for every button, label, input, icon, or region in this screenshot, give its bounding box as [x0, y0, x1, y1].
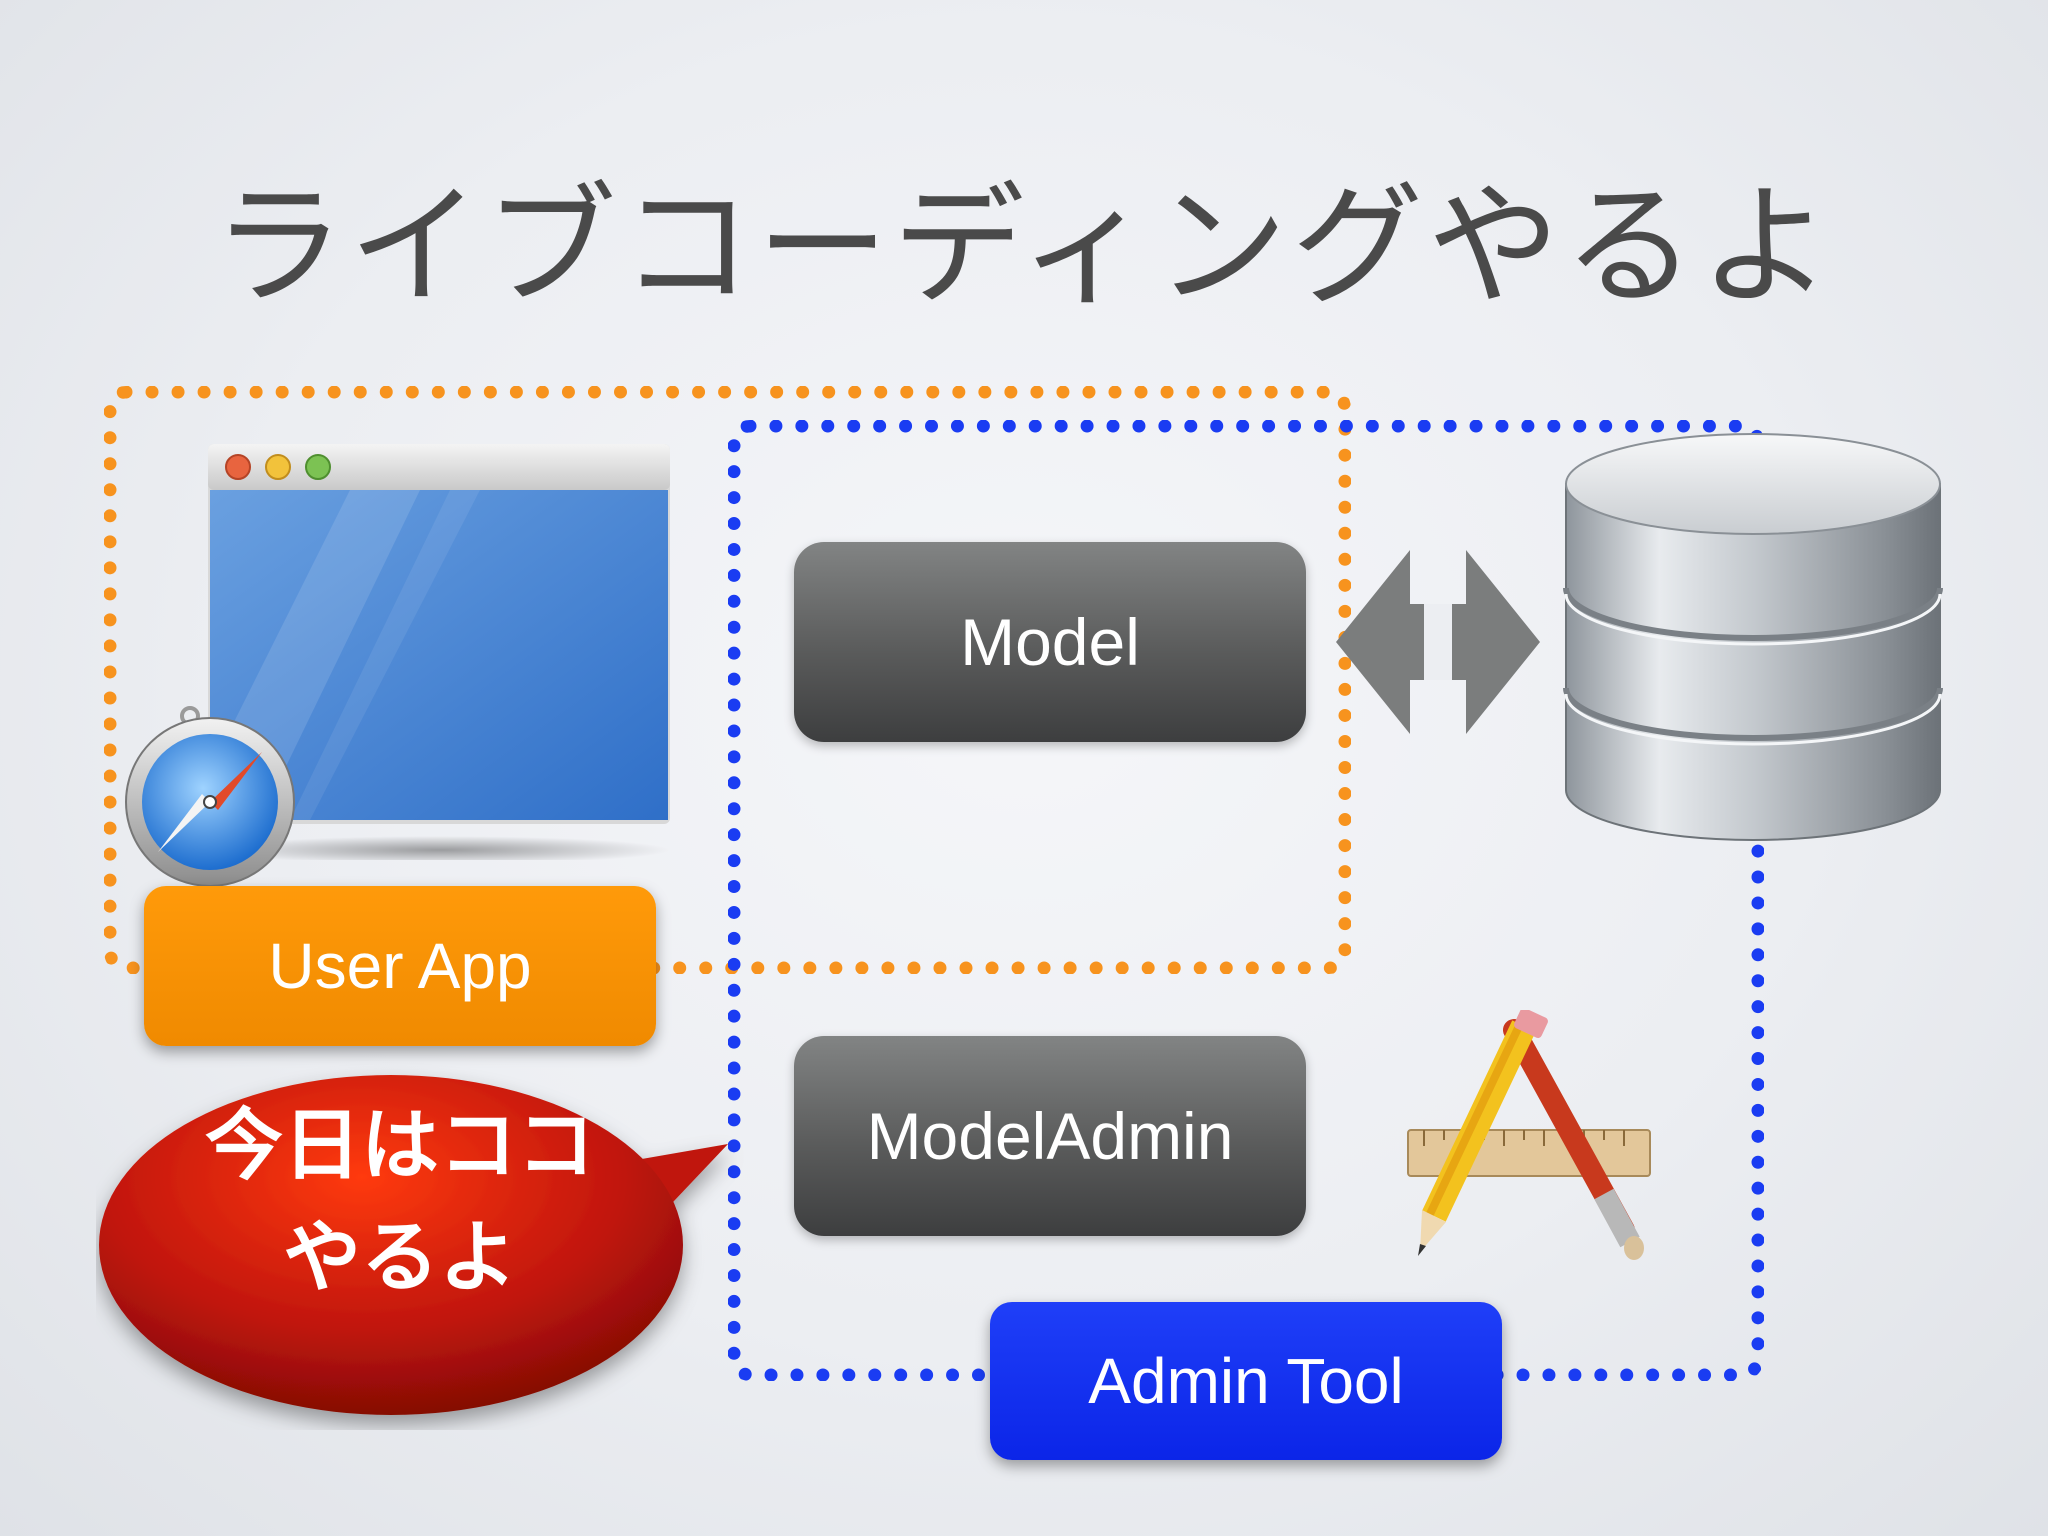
browser-window-icon: [208, 444, 670, 860]
model-box: Model: [794, 542, 1306, 742]
callout-bubble: [99, 1075, 728, 1415]
callout-line-2: やるよ: [282, 1213, 517, 1303]
modeladmin-box: ModelAdmin: [794, 1036, 1306, 1236]
bidirectional-arrow-icon: [1336, 550, 1540, 734]
callout-text: 今日はココ やるよ: [140, 1090, 660, 1314]
user-app-label-box: User App: [144, 886, 656, 1046]
database-icon: [1563, 433, 1943, 841]
admin-tool-label-box: Admin Tool: [990, 1302, 1502, 1460]
model-label: Model: [960, 605, 1140, 679]
slide-title: ライブコーディングやるよ: [212, 170, 1836, 324]
admin-tool-label: Admin Tool: [1088, 1345, 1404, 1417]
safari-compass-icon: [125, 706, 295, 887]
pencil-brush-ruler-icon: [1407, 1010, 1651, 1260]
modeladmin-label: ModelAdmin: [866, 1099, 1234, 1173]
user-app-label: User App: [268, 930, 532, 1002]
callout-line-1: 今日はココ: [204, 1101, 595, 1191]
